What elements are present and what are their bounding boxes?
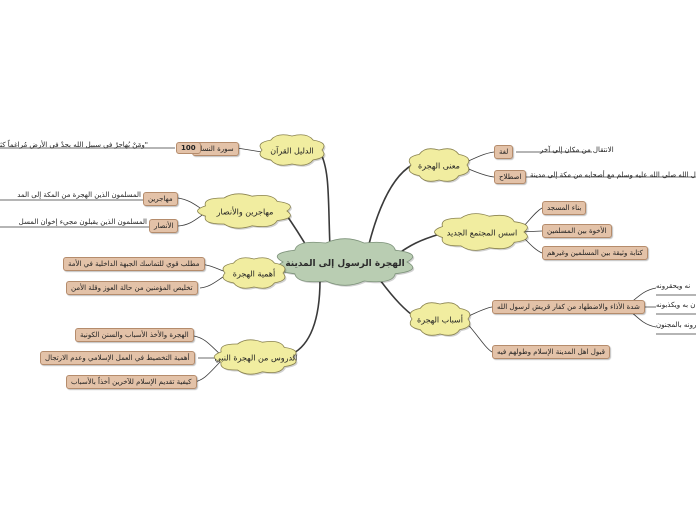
meaning-node-cloud[interactable] <box>408 148 470 182</box>
foundations-node-cloud[interactable] <box>434 213 528 251</box>
muhajirin-node-cloud[interactable] <box>197 193 291 229</box>
foundations-item-3[interactable]: كتابة وثيقة بين المسلمين وغيرهم <box>542 246 648 260</box>
quran-source-label: سورة النساء <box>197 145 234 153</box>
quran-node-cloud[interactable] <box>259 134 325 166</box>
center-node-cloud[interactable] <box>276 238 414 286</box>
connector-lessons-3 <box>193 359 223 383</box>
ansar-text: المسلمون الذين يقبلون مجيء إخوان المسل <box>18 218 147 226</box>
causes-sub-3: رونه بالمجنون <box>656 321 696 329</box>
muhajirin-text: المسلمون الذين الهجرة من المكة إلى المد <box>17 191 141 199</box>
foundations-node-label[interactable]: اسس المجتمع الجديد <box>446 228 518 238</box>
connector-importance-2 <box>199 274 227 289</box>
importance-node-label[interactable]: أهمية الهجرة <box>232 269 276 279</box>
quran-source-box[interactable]: سورة النساء <box>192 142 239 156</box>
center-node-label[interactable]: الهجرة الرسول إلى المدينة <box>285 259 405 269</box>
causes-node-cloud[interactable] <box>409 302 471 336</box>
importance-node-cloud[interactable] <box>222 257 286 289</box>
meaning-istilah-box[interactable]: اصطلاح <box>494 170 527 184</box>
connector-center-quran <box>319 151 331 249</box>
causes-item-2[interactable]: قبول اهل المدينة الإسلام وطولهم فيه <box>492 345 610 359</box>
lessons-item-1[interactable]: الهجرة والأخذ الأسباب والسنن الكونية <box>75 328 194 342</box>
causes-node-label[interactable]: أسباب الهجرة <box>417 315 463 325</box>
quran-verse-text: "ومَنْ يُهاجرْ في سبيل الله يجدْ في الأر… <box>0 141 148 149</box>
meaning-node-label[interactable]: معنى الهجرة <box>418 161 460 171</box>
muhajirin-node-label[interactable]: مهاجرين والأنصار <box>216 207 274 217</box>
foundations-item-2[interactable]: الأخوة بين المسلمين <box>542 224 612 238</box>
connector-center-lessons <box>291 279 321 355</box>
meaning-istilah-text: ل الله صلى الله عليه وسلم مع أصحابه من م… <box>530 171 696 179</box>
meaning-lugha-box[interactable]: لغة <box>494 145 514 159</box>
lessons-node-label[interactable]: الدروس من الهجرة النبي <box>214 353 298 363</box>
connector-quran-source <box>236 147 263 153</box>
connector-center-meaning <box>367 164 413 249</box>
foundations-item-1[interactable]: بناء المسجد <box>542 201 587 215</box>
importance-item-1[interactable]: مطلب قوي للتماسك الجبهة الداخلية في الأم… <box>63 257 205 271</box>
importance-item-2[interactable]: تخليص المؤمنين من حالة العوز وقلة الأمن <box>66 281 198 295</box>
causes-sub-2: ن به ويكذبونه <box>656 301 696 309</box>
ansar-box[interactable]: الأنصار <box>149 219 179 233</box>
lessons-item-3[interactable]: كيفية تقديم الإسلام للآخرين أخذاً بالأسب… <box>66 375 197 389</box>
lessons-node-cloud[interactable] <box>213 339 297 375</box>
lessons-item-2[interactable]: أهمية التخصيط في العمل الإسلامي وعدم الا… <box>40 351 195 365</box>
meaning-lugha-text: الانتقال من مكان إلى آخر <box>540 146 614 154</box>
quran-source-number: 100 <box>176 142 201 154</box>
causes-item-1[interactable]: شدة الأذاء والاضطهاد من كفار قريش لرسول … <box>492 300 645 314</box>
causes-sub-1: نه ويحقرونه <box>656 282 691 290</box>
muhajirin-box[interactable]: مهاجرين <box>143 192 178 206</box>
quran-node-label[interactable]: الدليل القرآن <box>270 146 314 156</box>
